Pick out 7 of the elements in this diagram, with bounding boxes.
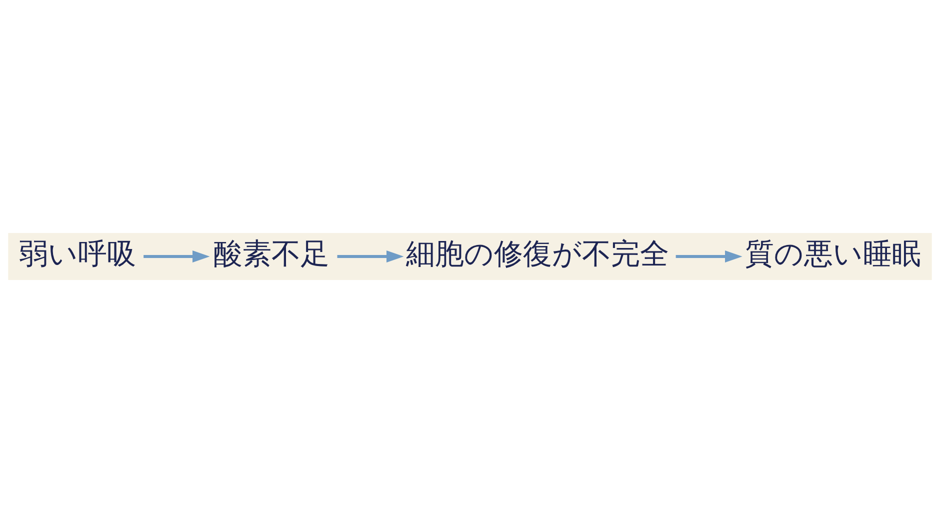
node-text: 質の悪い睡眠 <box>745 238 922 271</box>
arrow <box>337 250 404 263</box>
arrow <box>676 250 742 263</box>
node-text: 酸素不足 <box>213 238 330 271</box>
node-text: 弱い呼吸 <box>19 238 136 271</box>
node-text: 細胞の修復が不完全 <box>406 238 670 271</box>
arrow <box>144 250 210 263</box>
